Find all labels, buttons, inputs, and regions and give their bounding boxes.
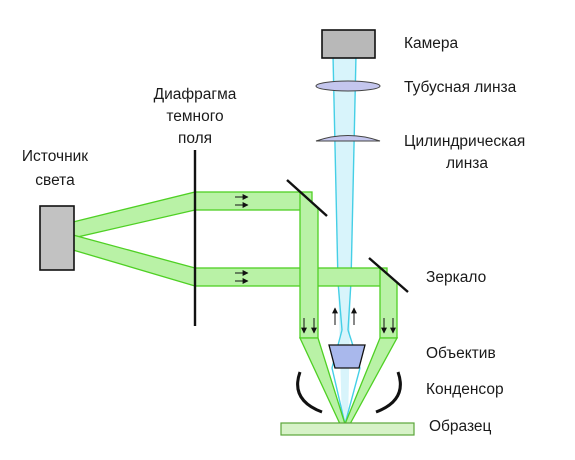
- svg-text:поля: поля: [178, 130, 212, 147]
- imaging-beam-upper: [333, 55, 356, 282]
- light-source-label: Источник света: [22, 148, 88, 189]
- camera-label: Камера: [404, 35, 459, 52]
- camera-icon: [321, 29, 376, 59]
- svg-text:Источник: Источник: [22, 148, 88, 165]
- upper-beam-vertical: [299, 190, 319, 339]
- svg-text:света: света: [35, 172, 75, 189]
- condenser-right-icon: [375, 371, 402, 414]
- tube-lens-icon: [315, 80, 381, 92]
- imaging-ray: [347, 281, 352, 331]
- mirror-label: Зеркало: [426, 269, 486, 286]
- imaging-ray: [350, 54, 357, 283]
- condenser-label: Конденсор: [426, 381, 504, 398]
- imaging-ray: [344, 367, 361, 425]
- mirror-upper-icon: [286, 179, 328, 217]
- objective-label: Объектив: [426, 345, 496, 362]
- mirror-lower-icon: [368, 257, 409, 293]
- imaging-ray: [331, 367, 346, 425]
- cylindrical-lens-label: Цилиндрическая линза: [404, 133, 525, 172]
- svg-text:Цилиндрическая: Цилиндрическая: [404, 133, 525, 150]
- svg-text:Диафрагма: Диафрагма: [154, 86, 237, 103]
- imaging-ray: [332, 54, 339, 283]
- tube-lens-label: Тубусная линза: [404, 79, 517, 96]
- imaging-ray: [337, 281, 343, 331]
- upper-beam-diverging: [72, 191, 196, 239]
- light-source-icon: [39, 205, 75, 271]
- sample-label: Образец: [429, 418, 492, 435]
- sample-slide-icon: [280, 422, 415, 436]
- dark-field-diaphragm-label: Диафрагма темного поля: [154, 86, 237, 147]
- svg-text:линза: линза: [446, 155, 488, 172]
- cylindrical-lens-icon: [315, 135, 381, 142]
- lower-beam-diverging: [72, 234, 196, 287]
- upper-beam-horizontal: [194, 191, 313, 211]
- lower-beam-horizontal: [194, 267, 388, 287]
- condenser-left-icon: [296, 371, 323, 414]
- lower-beam-vertical: [379, 266, 398, 339]
- beam-arrows: [235, 194, 396, 334]
- svg-text:темного: темного: [166, 108, 223, 125]
- objective-icon: [328, 344, 366, 369]
